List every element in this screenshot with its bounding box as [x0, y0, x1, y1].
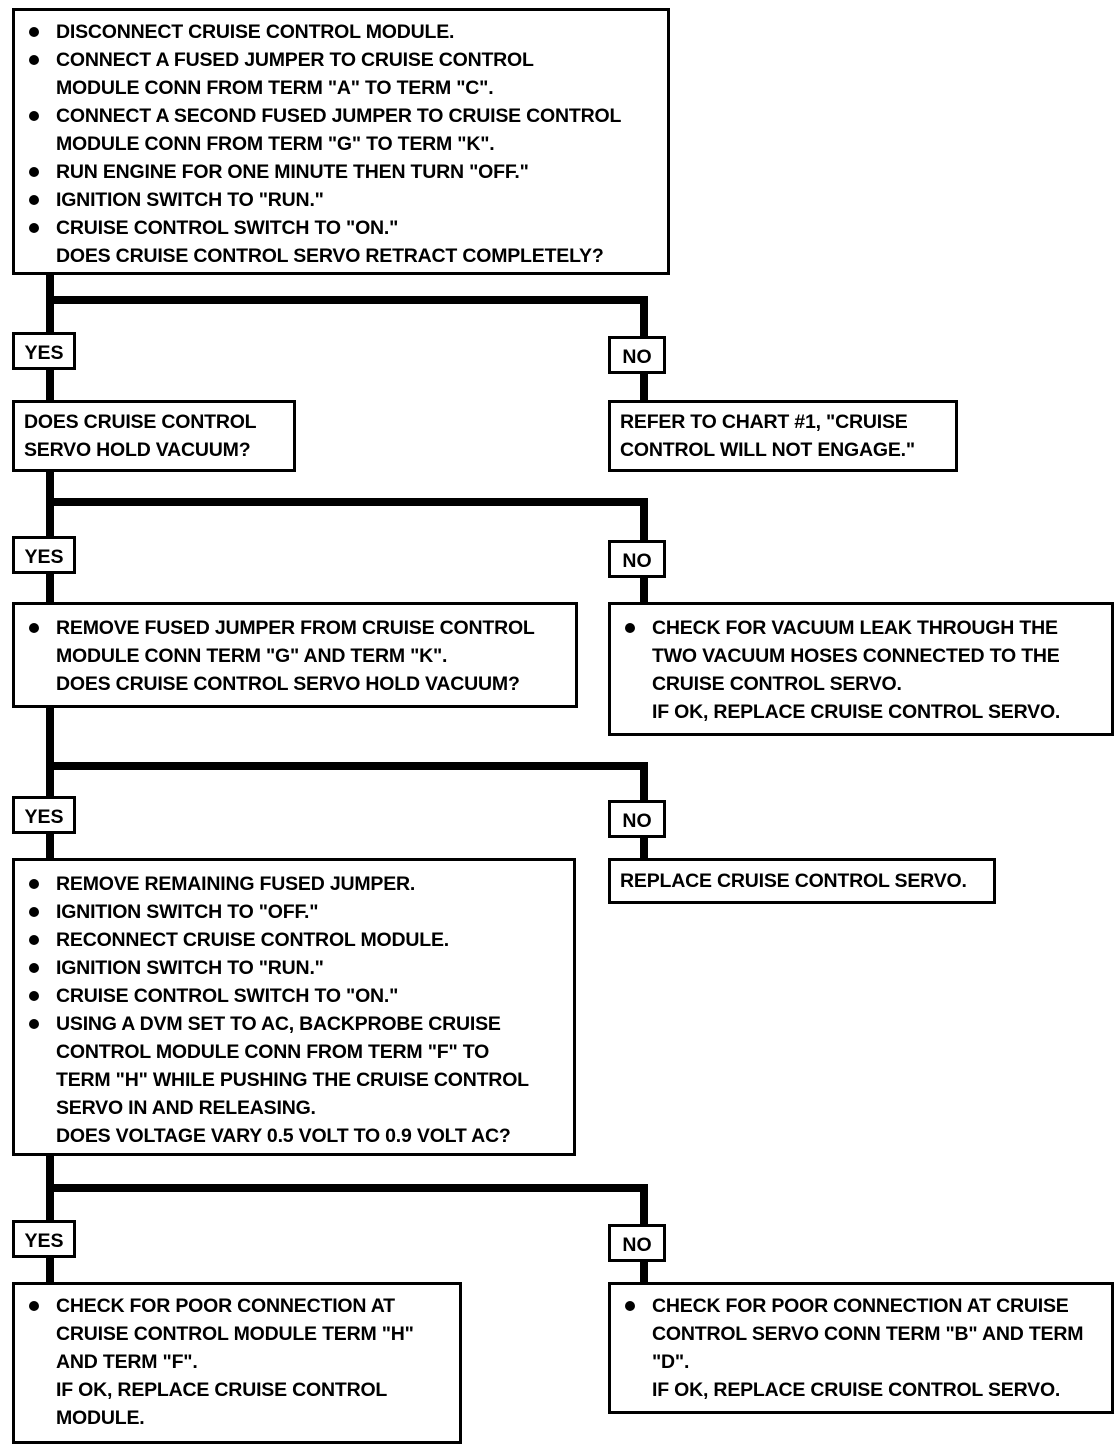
step-bullet: REMOVE REMAINING FUSED JUMPER.: [22, 870, 570, 898]
no-label: NO: [608, 1224, 666, 1262]
step-bullet: IGNITION SWITCH TO "RUN.": [22, 186, 662, 214]
yes-label: YES: [12, 796, 76, 834]
step-question: DOES VOLTAGE VARY 0.5 VOLT TO 0.9 VOLT A…: [56, 1125, 511, 1147]
no-step-text: REFER TO CHART #1, "CRUISE CONTROL WILL …: [620, 411, 915, 461]
step-bullet: USING A DVM SET TO AC, BACKPROBE CRUISE …: [22, 1010, 536, 1122]
yes-step-box: [12, 400, 296, 472]
step-bullets: CHECK FOR VACUUM LEAK THROUGH THE TWO VA…: [618, 614, 1108, 698]
no-step-text: REPLACE CRUISE CONTROL SERVO.: [620, 870, 967, 892]
connector-line: [46, 296, 648, 304]
start-step-box: [12, 8, 670, 275]
step-note: IF OK, REPLACE CRUISE CONTROL MODULE.: [56, 1379, 387, 1429]
no-step-box: [608, 1282, 1114, 1414]
yes-step-box: [12, 602, 578, 708]
step-note: IF OK, REPLACE CRUISE CONTROL SERVO.: [652, 1379, 1061, 1401]
connector-line: [46, 572, 54, 604]
yes-step-text: CHECK FOR POOR CONNECTION AT CRUISE CONT…: [22, 1292, 452, 1432]
step-bullet: RECONNECT CRUISE CONTROL MODULE.: [22, 926, 570, 954]
connector-line: [46, 762, 648, 770]
connector-line: [46, 1184, 648, 1192]
no-step-text: CHECK FOR POOR CONNECTION AT CRUISE CONT…: [618, 1292, 1108, 1404]
step-bullet: CONNECT A SECOND FUSED JUMPER TO CRUISE …: [22, 102, 666, 158]
connector-line: [640, 1184, 648, 1226]
step-bullet: CONNECT A FUSED JUMPER TO CRUISE CONTROL…: [22, 46, 576, 102]
step-question: DOES CRUISE CONTROL SERVO RETRACT COMPLE…: [56, 245, 604, 267]
no-step-box: [608, 400, 958, 472]
step-bullet: IGNITION SWITCH TO "RUN.": [22, 954, 570, 982]
connector-line: [640, 498, 648, 542]
connector-line: [640, 836, 648, 860]
step-bullets: CHECK FOR POOR CONNECTION AT CRUISE CONT…: [22, 1292, 452, 1376]
no-step-text: CHECK FOR VACUUM LEAK THROUGH THE TWO VA…: [618, 614, 1108, 726]
step-question: DOES CRUISE CONTROL SERVO HOLD VACUUM?: [56, 673, 520, 695]
connector-line: [46, 832, 54, 862]
connector-line: [640, 576, 648, 604]
step-bullet: IGNITION SWITCH TO "OFF.": [22, 898, 570, 926]
connector-line: [46, 368, 54, 402]
step-bullet: CRUISE CONTROL SWITCH TO "ON.": [22, 214, 662, 242]
connector-line: [640, 1260, 648, 1284]
connector-line: [640, 372, 648, 402]
no-label: NO: [608, 800, 666, 838]
step-bullet: CHECK FOR POOR CONNECTION AT CRUISE CONT…: [618, 1292, 1102, 1376]
no-step-box: [608, 602, 1114, 736]
connector-line: [46, 498, 648, 506]
step-bullet: CHECK FOR VACUUM LEAK THROUGH THE TWO VA…: [618, 614, 1092, 698]
no-label: NO: [608, 336, 666, 374]
yes-step-text: REMOVE REMAINING FUSED JUMPER. IGNITION …: [22, 870, 570, 1150]
yes-step-box: [12, 858, 576, 1156]
connector-line: [46, 1256, 54, 1284]
step-bullet: RUN ENGINE FOR ONE MINUTE THEN TURN "OFF…: [22, 158, 662, 186]
no-step-box: [608, 858, 996, 904]
yes-label: YES: [12, 1220, 76, 1258]
yes-label: YES: [12, 536, 76, 574]
step-bullet: CRUISE CONTROL SWITCH TO "ON.": [22, 982, 570, 1010]
yes-step-text: DOES CRUISE CONTROL SERVO HOLD VACUUM?: [24, 411, 257, 461]
connector-line: [46, 706, 54, 798]
start-step-bullets: DISCONNECT CRUISE CONTROL MODULE. CONNEC…: [22, 18, 662, 242]
connector-line: [640, 762, 648, 802]
yes-step-box: [12, 1282, 462, 1444]
step-bullets: REMOVE FUSED JUMPER FROM CRUISE CONTROL …: [22, 614, 572, 670]
step-bullet: CHECK FOR POOR CONNECTION AT CRUISE CONT…: [22, 1292, 436, 1376]
step-bullet: DISCONNECT CRUISE CONTROL MODULE.: [22, 18, 662, 46]
step-bullets: CHECK FOR POOR CONNECTION AT CRUISE CONT…: [618, 1292, 1108, 1376]
yes-step-text: REMOVE FUSED JUMPER FROM CRUISE CONTROL …: [22, 614, 572, 698]
connector-line: [640, 296, 648, 338]
step-bullets: REMOVE REMAINING FUSED JUMPER. IGNITION …: [22, 870, 570, 1122]
step-bullet: REMOVE FUSED JUMPER FROM CRUISE CONTROL …: [22, 614, 556, 670]
step-note: IF OK, REPLACE CRUISE CONTROL SERVO.: [652, 701, 1061, 723]
start-step-text: DISCONNECT CRUISE CONTROL MODULE. CONNEC…: [22, 18, 662, 270]
no-label: NO: [608, 540, 666, 578]
yes-label: YES: [12, 332, 76, 370]
